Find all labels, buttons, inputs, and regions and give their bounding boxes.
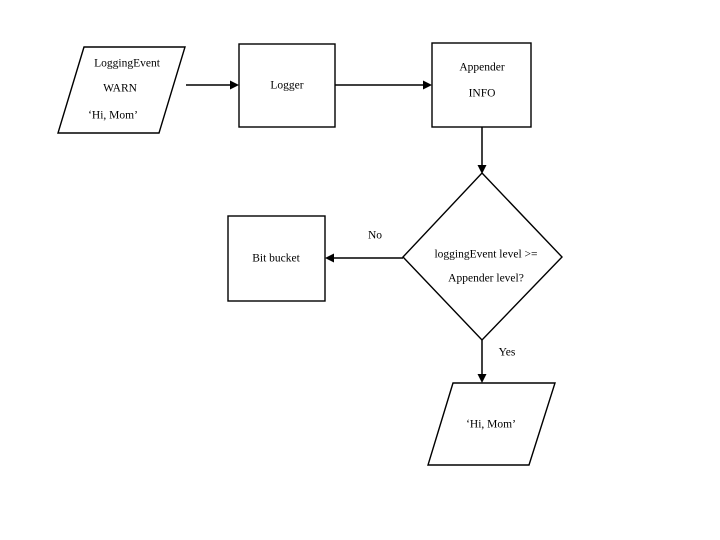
node-output-message[interactable]: ‘Hi, Mom’ (427, 382, 556, 466)
edge-input-to-logger (186, 80, 239, 90)
node-logging-event-input-line-1: LoggingEvent (94, 58, 161, 70)
node-output-message-label: ‘Hi, Mom’ (466, 419, 516, 431)
node-bit-bucket[interactable]: Bit bucket (227, 215, 326, 302)
node-level-decision-line-1: loggingEvent level >= (434, 249, 537, 261)
node-level-decision[interactable]: loggingEvent level >= Appender level? (402, 171, 563, 342)
edge-decision-to-output (477, 340, 487, 383)
parallelogram-shape (427, 382, 556, 466)
rectangle-shape (238, 43, 336, 128)
rectangle-shape (431, 42, 532, 128)
edge-logger-to-appender (335, 80, 432, 90)
edge-decision-to-bit-bucket (325, 253, 403, 263)
node-logger[interactable]: Logger (238, 43, 336, 128)
rectangle-shape (227, 215, 326, 302)
node-appender-line-1: Appender (459, 62, 505, 74)
node-logging-event-input-line-3: ‘Hi, Mom’ (88, 110, 138, 122)
node-logger-label: Logger (270, 80, 303, 92)
diamond-shape (402, 171, 563, 342)
edge-label-no: No (368, 230, 382, 242)
edge-label-yes: Yes (499, 347, 516, 359)
node-logging-event-input[interactable]: LoggingEvent WARN ‘Hi, Mom’ (57, 46, 186, 134)
node-logging-event-input-line-2: WARN (103, 83, 138, 95)
node-level-decision-line-2: Appender level? (448, 273, 524, 285)
node-appender[interactable]: Appender INFO (431, 42, 532, 128)
node-appender-line-2: INFO (469, 88, 496, 100)
edge-appender-to-decision (477, 127, 487, 174)
node-bit-bucket-label: Bit bucket (252, 253, 300, 265)
parallelogram-shape (57, 46, 186, 134)
